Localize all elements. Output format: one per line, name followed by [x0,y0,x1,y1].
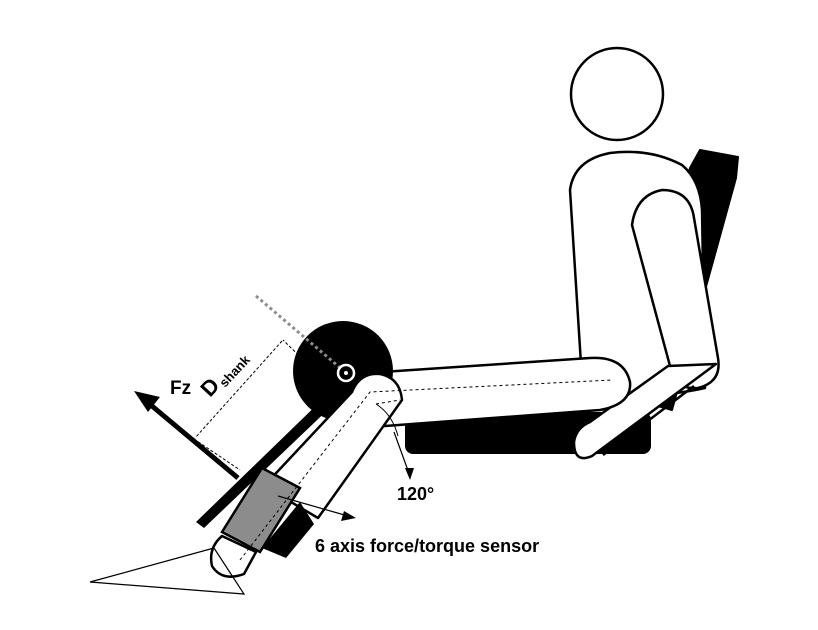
sensor-arrow-line [277,495,349,517]
force-torque-sensor [220,466,302,554]
d-shank-extension-top [282,339,321,377]
head [569,46,665,142]
sensor-label: 6 axis force/torque sensor [315,536,539,556]
forearm [572,362,718,460]
leg-dashed-line [239,379,613,561]
knee-dashed-line [375,399,401,405]
angle-label: 120° [397,484,434,504]
fz-label: Fz [170,378,191,399]
fz-arrow-line [144,399,240,480]
fz-arrowhead [134,391,160,412]
ankle [209,534,258,578]
d-shank-extension-bottom [193,438,241,471]
d-shank-subscript: shank [216,352,253,390]
shank [262,372,404,520]
foot-plate [89,547,246,595]
angle-arrowhead [405,468,414,480]
d-shank-dimension-line [194,340,283,439]
sensor-arrowhead [341,511,356,521]
robot-shank-bar [196,394,338,528]
knee-axis-line [255,294,346,374]
angle-arc [375,403,399,437]
knee-joint-center [344,371,348,375]
cuff-pad [262,502,314,558]
forearm-outline [602,385,695,456]
